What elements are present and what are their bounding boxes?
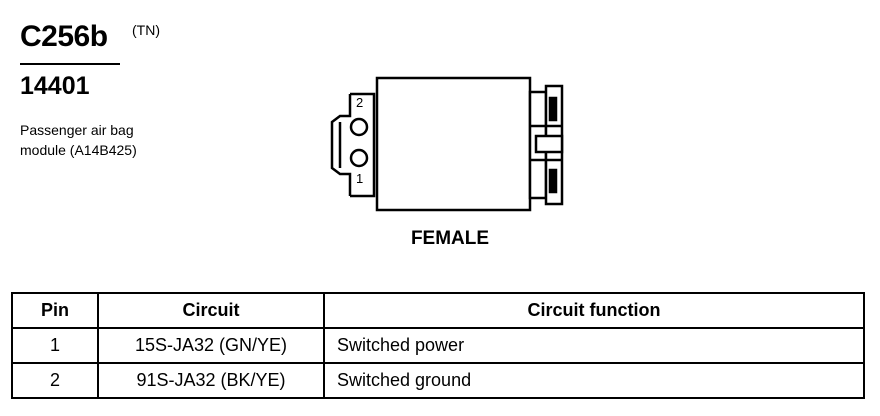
cell-circuit: 15S-JA32 (GN/YE) [97, 327, 325, 364]
header-pin: Pin [11, 292, 99, 329]
header-circuit-function: Circuit function [323, 292, 865, 329]
connector-description: Passenger air bag module (A14B425) [20, 120, 137, 160]
connector-id: C256b [20, 20, 108, 53]
connector-face-diagram: 2 1 [330, 76, 564, 212]
title-underline [20, 63, 120, 65]
description-line: module (A14B425) [20, 142, 137, 158]
cell-circuit-function: Switched ground [323, 362, 865, 399]
cell-pin: 1 [11, 327, 99, 364]
cavity-1 [349, 148, 369, 168]
cell-circuit: 91S-JA32 (BK/YE) [97, 362, 325, 399]
cavity-2 [349, 117, 369, 137]
latch-clip [330, 92, 376, 198]
terminal-cavities [349, 117, 369, 168]
connector-gender: FEMALE [410, 228, 490, 249]
release-tab [528, 84, 564, 206]
part-number: 14401 [20, 72, 90, 100]
cell-circuit-function: Switched power [323, 327, 865, 364]
cell-pin: 2 [11, 362, 99, 399]
table-row: 2 91S-JA32 (BK/YE) Switched ground [11, 362, 865, 399]
table-row: 1 15S-JA32 (GN/YE) Switched power [11, 327, 865, 364]
header-circuit: Circuit [97, 292, 325, 329]
connector-housing [375, 76, 532, 212]
connector-superscript: (TN) [132, 22, 160, 38]
pinout-table: Pin Circuit Circuit function 1 15S-JA32 … [11, 292, 865, 399]
connector-body [375, 76, 532, 212]
description-line: Passenger air bag [20, 122, 134, 138]
pin-label-1: 1 [356, 171, 363, 186]
table-header-row: Pin Circuit Circuit function [11, 292, 865, 329]
pin-label-2: 2 [356, 95, 363, 110]
